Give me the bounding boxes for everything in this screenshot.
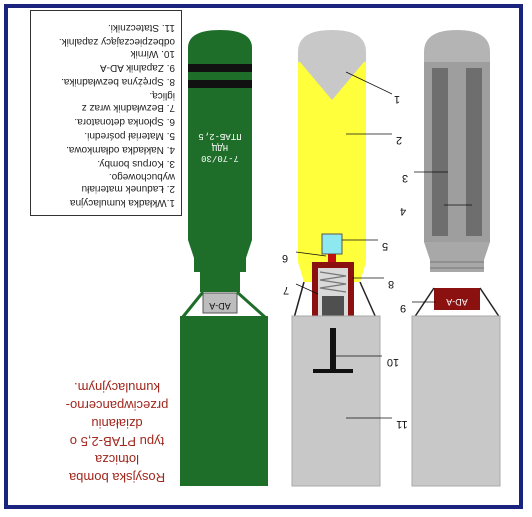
green-bomb-body (188, 58, 252, 240)
green-bomb-tail-cone (188, 240, 252, 272)
green-bomb-collar (200, 272, 240, 292)
green-bomb-marking-3: 7-70/30 (201, 153, 239, 163)
callout-6: 6 (282, 252, 288, 264)
legend-item: 5. Materiał pośredni. (84, 130, 175, 141)
callout-10: 10 (387, 356, 399, 368)
legend-item: 6. Spłonka detonatora. (74, 116, 175, 127)
callout-11: 11 (396, 418, 407, 430)
grey-bomb-sleeve-right (466, 68, 482, 236)
callout-4: 4 (400, 205, 406, 217)
title-text: Rosyjska bomba lotnicza typu PTAB-2,5 o … (52, 370, 182, 490)
title-line: Rosyjska bomba (68, 470, 166, 485)
diagram-frame (4, 4, 523, 509)
callout-5: 5 (382, 240, 388, 252)
green-bomb-band-1 (188, 64, 252, 72)
legend-item: 8. Sprężyna bezwładnika. (61, 76, 175, 87)
grey-bomb-sleeve-left (432, 68, 448, 236)
callout-8: 8 (388, 278, 394, 290)
legend-item: iglicą. (149, 90, 175, 101)
section-bomb: 1 2 5 6 7 8 10 11 (282, 30, 408, 487)
grey-bomb-fuze-label: AD-A (446, 297, 468, 307)
callout-7-leader (295, 283, 319, 295)
callout-7: 7 (283, 284, 289, 296)
green-bomb-stabilizer (180, 316, 268, 486)
legend-box: 1.Wkładka kumulacyjna 2. Ładunek materia… (30, 10, 182, 216)
callout-2: 2 (396, 134, 402, 146)
callout-1-leader (345, 71, 393, 95)
green-bomb-band-2 (188, 80, 252, 88)
section-bomb-rotor-shaft (330, 328, 336, 370)
legend-item: 3. Korpus bomby. (97, 158, 175, 169)
green-bomb-marking-1: ПТАБ-2,5 (198, 131, 241, 141)
legend-item: 9. Zapalnik AD-A (99, 62, 175, 73)
title-line: lotnicza (94, 452, 140, 467)
legend-item: wybuchowego. (108, 171, 175, 182)
green-bomb-strut-right (235, 290, 268, 320)
title-line: kumulacyjnym. (74, 380, 160, 395)
green-bomb-nose (188, 30, 252, 60)
title-block: Rosyjska bomba lotnicza typu PTAB-2,5 o … (52, 370, 182, 490)
section-bomb-intermediate (321, 233, 343, 255)
legend-item: 2. Ładunek materiału (81, 183, 175, 194)
legend-item: 4. Nakładka odłamkowa. (66, 144, 175, 155)
callout-1: 1 (394, 93, 400, 105)
title-line: typu PTAB-2,5 o (69, 434, 165, 449)
grey-bomb-nose (424, 30, 490, 64)
title-line: działaniu (91, 416, 143, 431)
legend-item: 7. Bezwładnik wraz z (81, 102, 175, 113)
section-bomb-striker (322, 296, 344, 320)
legend-item: odbezpieczający zapalnik. (58, 36, 175, 47)
legend-item: 1.Wkładka kumulacyjna (69, 197, 175, 208)
legend-list: 1.Wkładka kumulacyjna 2. Ładunek materia… (31, 11, 181, 215)
green-bomb-strut-left (180, 291, 205, 319)
grey-bomb-strut-left (413, 287, 435, 319)
callout-3: 3 (402, 172, 408, 184)
green-bomb: AD-A ПТАБ-2,5 НДЦ 7-70/30 (180, 30, 268, 486)
grey-bomb-tail-cone (424, 242, 490, 272)
section-bomb-strut-left (293, 281, 305, 319)
grey-bomb-stabilizer (411, 315, 501, 487)
green-bomb-fuze-label: AD-A (209, 301, 231, 311)
grey-bomb: AD-A 3 4 9 (400, 30, 501, 487)
section-bomb-nose (298, 30, 366, 64)
title-line: przeciwpancerno- (65, 398, 169, 413)
callout-9: 9 (400, 302, 406, 314)
callout-6-leader (295, 251, 327, 257)
green-bomb-marking-2: НДЦ (211, 142, 228, 152)
section-bomb-detonator (328, 254, 336, 262)
green-bomb-fuze (202, 292, 238, 314)
legend-item: 11. Stateczniki. (107, 22, 175, 33)
section-bomb-spring (319, 271, 347, 293)
section-bomb-liner (300, 62, 364, 100)
grey-bomb-strut-right (479, 287, 501, 319)
section-bomb-strut-right (359, 281, 377, 319)
grey-bomb-fuze (434, 288, 480, 310)
legend-item: 10. Wirnik (130, 48, 175, 59)
section-bomb-rotor (313, 369, 353, 373)
